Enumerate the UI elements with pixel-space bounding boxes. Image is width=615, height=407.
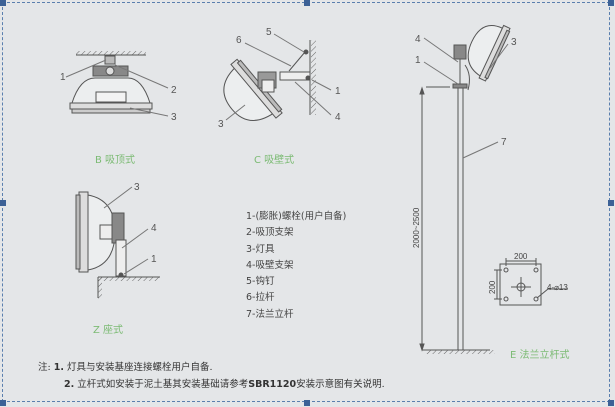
note-text: 灯具与安装基座连接螺栓用户自备. bbox=[67, 362, 213, 373]
callout-wall-6: 6 bbox=[236, 35, 242, 46]
resize-handle-tr[interactable] bbox=[608, 0, 614, 6]
note-row-2: 2. 立杆式如安装于泥土基其安装基础请参考SBR1120安装示意图有关说明. bbox=[38, 376, 385, 393]
callout-wall-3: 3 bbox=[218, 119, 224, 130]
legend-item: 6-拉杆 bbox=[246, 292, 275, 304]
note-code: SBR1120 bbox=[248, 379, 297, 390]
pole-height-dimension: 2000~2500 bbox=[412, 207, 421, 248]
callout-wall-1: 1 bbox=[335, 86, 341, 97]
callout-pole-1: 1 bbox=[415, 55, 421, 66]
legend-item: 2-吸顶支架 bbox=[246, 227, 294, 239]
note-number: 1. bbox=[53, 362, 64, 373]
legend-item: 4-吸壁支架 bbox=[246, 259, 294, 271]
callout-base-4: 4 bbox=[151, 223, 157, 234]
note-text: 立杆式如安装于泥土基其安装基础请参考 bbox=[77, 379, 249, 390]
resize-handle-tm[interactable] bbox=[304, 0, 310, 6]
resize-handle-br[interactable] bbox=[608, 400, 614, 406]
flange-width-dimension: 200 bbox=[514, 252, 528, 261]
callout-ceiling-2: 2 bbox=[171, 85, 177, 96]
callout-ceiling-1: 1 bbox=[60, 72, 66, 83]
callout-pole-7: 7 bbox=[501, 137, 507, 148]
pole-mount-drawing bbox=[419, 24, 568, 354]
wall-mount-drawing bbox=[223, 33, 332, 121]
flange-holes-dimension: 4-⌀13 bbox=[547, 283, 568, 292]
notes-prefix: 注: bbox=[38, 362, 51, 373]
base-mount-drawing bbox=[75, 186, 160, 299]
caption-base-mount: Z 座式 bbox=[93, 325, 124, 336]
callout-wall-4: 4 bbox=[335, 112, 341, 123]
legend-item: 7-法兰立杆 bbox=[246, 308, 294, 320]
notes: 注: 1. 灯具与安装基座连接螺栓用户自备. 2. 立杆式如安装于泥土基其安装基… bbox=[38, 359, 385, 393]
caption-wall-mount: C 吸壁式 bbox=[254, 155, 295, 166]
resize-handle-mr[interactable] bbox=[608, 200, 614, 206]
resize-handle-tl[interactable] bbox=[0, 0, 6, 6]
parts-legend: 1-(膨胀)螺栓(用户自备) 2-吸顶支架 3-灯具 4-吸壁支架 5-钩钉 6… bbox=[246, 209, 346, 323]
flange-height-dimension: 200 bbox=[488, 280, 497, 294]
note-text: 安装示意图有关说明. bbox=[296, 379, 385, 390]
callout-ceiling-3: 3 bbox=[171, 112, 177, 123]
callout-base-3: 3 bbox=[134, 182, 140, 193]
note-row-1: 注: 1. 灯具与安装基座连接螺栓用户自备. bbox=[38, 359, 385, 376]
caption-pole-mount: E 法兰立杆式 bbox=[510, 350, 570, 361]
legend-item: 5-钩钉 bbox=[246, 276, 275, 288]
caption-ceiling-mount: B 吸顶式 bbox=[95, 155, 136, 166]
legend-item: 3-灯具 bbox=[246, 243, 275, 255]
ceiling-mount-drawing bbox=[65, 51, 169, 117]
legend-item: 1-(膨胀)螺栓(用户自备) bbox=[246, 211, 347, 222]
resize-handle-bl[interactable] bbox=[0, 400, 6, 406]
callout-pole-3: 3 bbox=[511, 37, 517, 48]
callout-base-1: 1 bbox=[151, 254, 157, 265]
resize-handle-ml[interactable] bbox=[0, 200, 6, 206]
resize-handle-bm[interactable] bbox=[304, 400, 310, 406]
callout-pole-4: 4 bbox=[415, 34, 421, 45]
note-number: 2. bbox=[64, 379, 75, 390]
callout-wall-5: 5 bbox=[266, 27, 272, 38]
